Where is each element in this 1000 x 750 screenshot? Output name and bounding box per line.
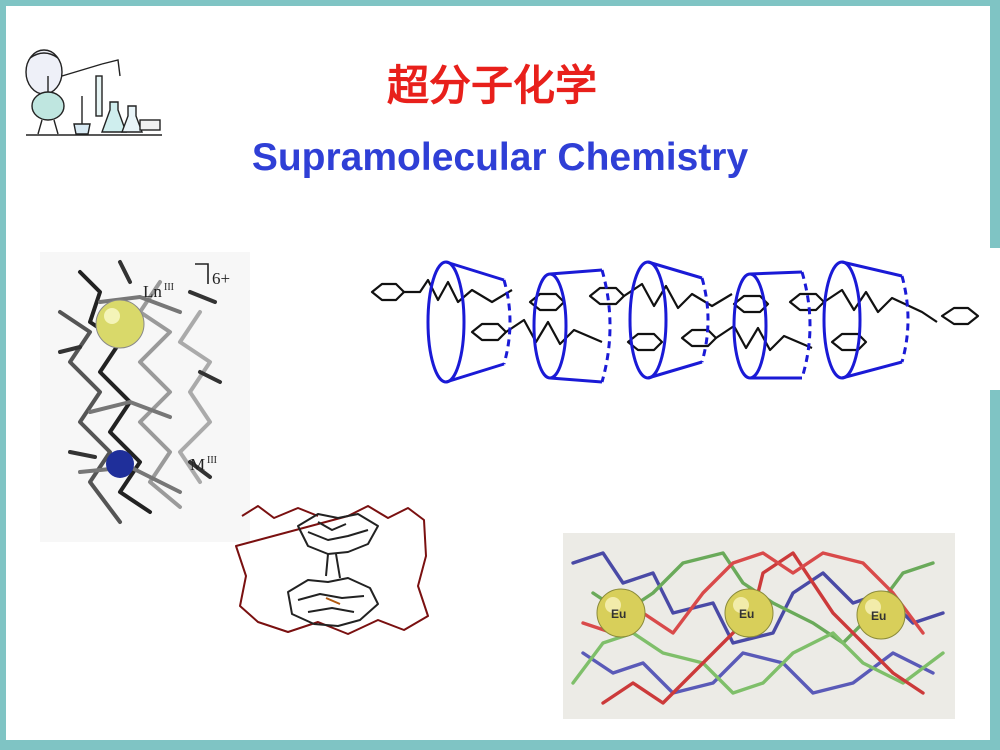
label-ln-sup: III: [164, 282, 174, 293]
label-m: M: [190, 455, 205, 474]
europium-helix-figure: Eu Eu Eu: [563, 533, 955, 719]
label-ln: Ln: [143, 282, 162, 301]
title-english: Supramolecular Chemistry: [251, 136, 749, 179]
eu-label-1: Eu: [611, 607, 626, 621]
lab-glassware-icon: [25, 49, 162, 136]
label-charge: 6+: [212, 269, 230, 288]
eu-label-3: Eu: [871, 609, 886, 623]
helicate-figure: Ln III 6+ M III: [40, 252, 250, 542]
cyclodextrin-rotaxane-figure: [370, 260, 980, 384]
macrocycle-figure: [235, 505, 429, 635]
frame-tab: [990, 248, 1000, 390]
label-m-sup: III: [207, 455, 217, 466]
eu-label-2: Eu: [739, 607, 754, 621]
title-chinese: 超分子化学: [386, 61, 597, 110]
